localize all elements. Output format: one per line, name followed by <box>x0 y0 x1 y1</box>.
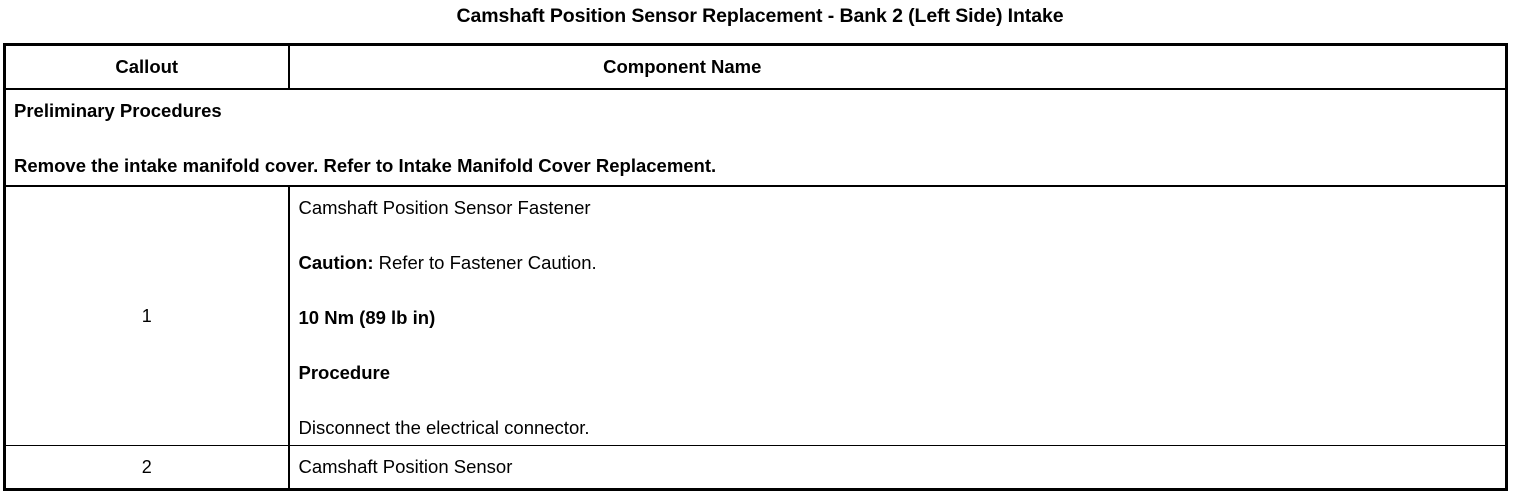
component-description-cell: Camshaft Position Sensor <box>288 445 1507 490</box>
column-header-callout: Callout <box>4 44 290 90</box>
callout-number: 2 <box>4 445 290 490</box>
preliminary-procedures-heading: Preliminary Procedures <box>14 100 222 121</box>
procedure-table: Callout Component Name Preliminary Proce… <box>3 43 1508 491</box>
table-row: 2 Camshaft Position Sensor <box>4 445 1507 490</box>
torque-specification: 10 Nm (89 lb in) <box>298 307 436 328</box>
callout-number: 1 <box>4 186 290 446</box>
column-header-component-name: Component Name <box>288 44 1507 90</box>
component-description-cell: Camshaft Position Sensor Fastener Cautio… <box>288 186 1507 446</box>
component-name-text: Camshaft Position Sensor <box>298 456 513 477</box>
table-row: 1 Camshaft Position Sensor Fastener Caut… <box>4 186 1507 446</box>
component-name-text: Camshaft Position Sensor Fastener <box>298 197 591 218</box>
page-title: Camshaft Position Sensor Replacement - B… <box>456 5 1064 27</box>
procedure-step-text: Disconnect the electrical connector. <box>298 417 590 438</box>
table-header-row: Callout Component Name <box>4 44 1507 90</box>
procedure-heading: Procedure <box>298 362 391 383</box>
caution-label: Caution: <box>298 252 374 273</box>
caution-text: Refer to Fastener Caution. <box>373 252 597 273</box>
preliminary-procedures-cell: Preliminary Procedures Remove the intake… <box>4 89 1507 187</box>
caution-note: Caution: Refer to Fastener Caution. <box>299 251 1506 275</box>
preliminary-procedures-step: Remove the intake manifold cover. Refer … <box>14 155 717 176</box>
preliminary-procedures-row: Preliminary Procedures Remove the intake… <box>4 89 1507 187</box>
